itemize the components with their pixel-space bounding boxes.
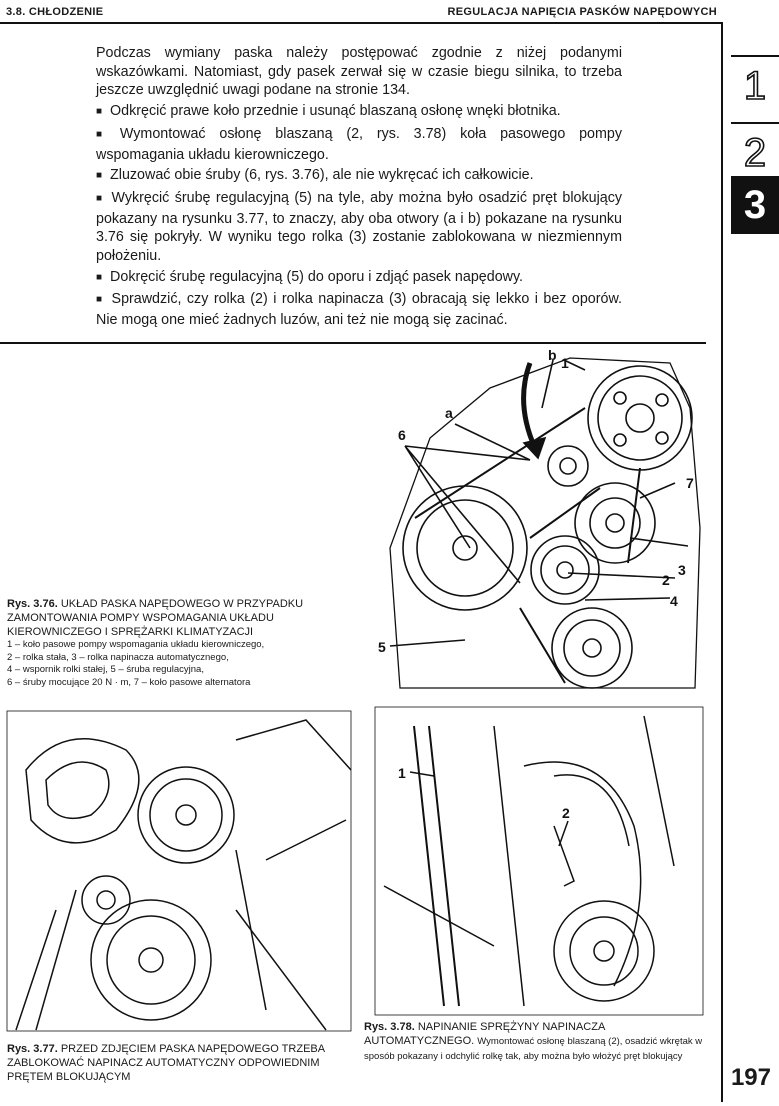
label-1-fig378: 1	[398, 765, 406, 781]
chapter-tab-3[interactable]: 3	[731, 176, 779, 234]
body-text: Podczas wymiany paska należy postępować …	[96, 44, 622, 332]
figure-378-text: Wymontować osłonę blaszaną (2), osadzić …	[364, 1036, 703, 1062]
chapter-tab-2[interactable]: 2	[731, 122, 779, 182]
label-2-fig378: 2	[562, 805, 570, 821]
label-2: 2	[662, 572, 670, 588]
blocking-rod-photo	[6, 710, 352, 1032]
intro-paragraph: Podczas wymiany paska należy postępować …	[96, 45, 622, 99]
label-b: b	[548, 348, 557, 363]
label-5: 5	[378, 639, 386, 655]
figure-377-caption: Rys. 3.77. PRZED ZDJĘCIEM PASKA NAPĘDOWE…	[7, 1042, 355, 1084]
label-7: 7	[686, 475, 694, 491]
header-rule	[0, 22, 722, 24]
figure-376-legend-1: 1 – koło pasowe pompy wspomagania układu…	[7, 639, 265, 650]
section-label: 3.8. CHŁODZENIE	[6, 6, 104, 18]
chapter-tab-1[interactable]: 1	[731, 55, 779, 115]
section-divider	[0, 342, 706, 344]
margin-rule	[721, 22, 723, 1102]
figure-378-caption: Rys. 3.78. NAPINANIE SPRĘŻYNY NAPINACZA …	[364, 1020, 710, 1063]
tensioner-spring-photo: 1 2	[374, 706, 704, 1016]
page-number: 197	[730, 1064, 771, 1091]
instruction-5: Dokręcić śrubę regulacyjną (5) do oporu …	[96, 268, 622, 289]
figure-376-title: UKŁAD PASKA NAPĘDOWEGO W PRZYPADKU ZAMON…	[7, 598, 304, 638]
figure-376-caption: Rys. 3.76. UKŁAD PASKA NAPĘDOWEGO W PRZY…	[7, 597, 355, 689]
figure-378-ref: Rys. 3.78.	[364, 1021, 415, 1033]
instruction-1: Odkręcić prawe koło przednie i usunąć bl…	[96, 102, 622, 123]
figure-376-legend-2: 2 – rolka stała, 3 – rolka napinacza aut…	[7, 651, 229, 663]
label-a: a	[445, 405, 453, 421]
page-title: REGULACJA NAPIĘCIA PASKÓW NAPĘDOWYCH	[447, 6, 717, 18]
figure-377-title: PRZED ZDJĘCIEM PASKA NAPĘDOWEGO TRZEBA Z…	[7, 1043, 325, 1083]
figure-377-ref: Rys. 3.77.	[7, 1043, 58, 1055]
figure-378-title: NAPINANIE SPRĘŻYNY NAPINACZA AUTOMATYCZN…	[364, 1021, 605, 1047]
label-6: 6	[398, 427, 406, 443]
label-4: 4	[670, 593, 678, 609]
belt-drive-diagram: 6 a b 1 7 2 3 4 5	[378, 348, 701, 689]
instruction-3: Zluzować obie śruby (6, rys. 3.76), ale …	[96, 166, 622, 187]
figure-376-ref: Rys. 3.76.	[7, 598, 58, 610]
label-1: 1	[561, 355, 569, 371]
instruction-6: Sprawdzić, czy rolka (2) i rolka napinac…	[96, 290, 622, 329]
instruction-2: Wymontować osłonę blaszaną (2, rys. 3.78…	[96, 125, 622, 164]
figure-376-legend-3: 4 – wspornik rolki stałej, 5 – śruba reg…	[7, 664, 204, 675]
instruction-4: Wykręcić śrubę regulacyjną (5) na tyle, …	[96, 189, 622, 266]
figure-376-legend-4: 6 – śruby mocujące 20 N · m, 7 – koło pa…	[7, 676, 251, 688]
label-3: 3	[678, 562, 686, 578]
